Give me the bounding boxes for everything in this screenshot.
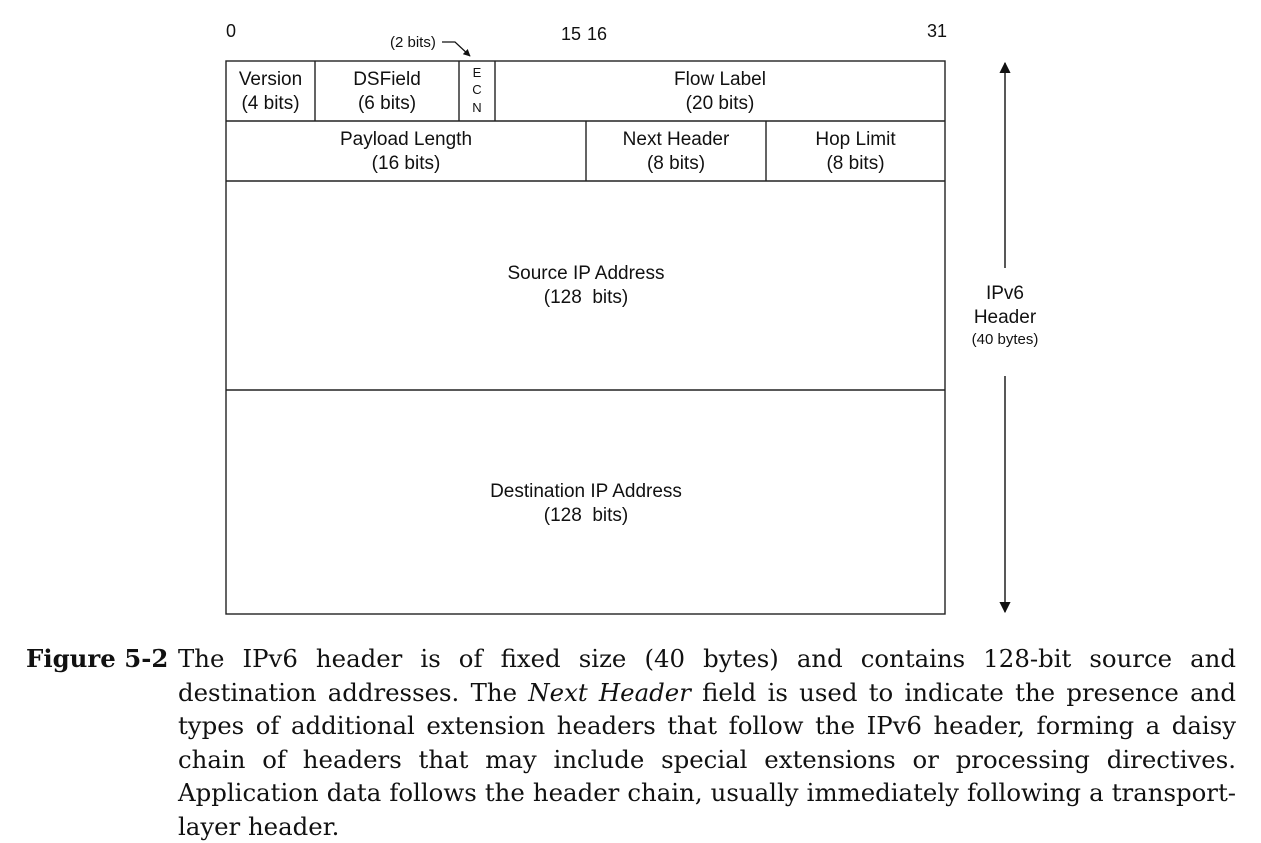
bit-position-0: 0 — [226, 21, 236, 41]
field-destination-address-name: Destination IP Address — [490, 481, 682, 502]
figure-caption-text: The IPv6 header is of fixed size (40 byt… — [178, 642, 1236, 843]
bit-position-16: 16 — [587, 24, 607, 44]
field-hop-limit: Hop Limit (8 bits) — [815, 129, 896, 174]
field-dsfield-bits: (6 bits) — [358, 93, 416, 114]
field-ecn: E C N — [472, 65, 481, 115]
field-payload-length-name: Payload Length — [340, 129, 472, 150]
field-payload-length: Payload Length (16 bits) — [340, 129, 472, 174]
header-size-label: IPv6 Header (40 bytes) — [972, 283, 1039, 348]
header-size-label-line1: IPv6 — [986, 283, 1024, 304]
field-next-header: Next Header (8 bits) — [623, 129, 730, 174]
bit-position-31: 31 — [927, 21, 947, 41]
bit-position-15: 15 — [561, 24, 581, 44]
field-next-header-bits: (8 bits) — [647, 153, 705, 174]
field-hop-limit-name: Hop Limit — [815, 129, 896, 150]
field-dsfield-name: DSField — [353, 69, 421, 90]
field-dsfield: DSField (6 bits) — [353, 69, 421, 114]
field-flow-label-bits: (20 bits) — [686, 93, 755, 114]
field-payload-length-bits: (16 bits) — [372, 153, 441, 174]
field-version-bits: (4 bits) — [241, 93, 299, 114]
field-flow-label-name: Flow Label — [674, 69, 766, 90]
figure-caption: Figure 5-2 The IPv6 header is of fixed s… — [26, 642, 1236, 843]
ecn-note-arrow — [442, 41, 471, 57]
caption-emphasis: Next Header — [528, 677, 691, 707]
field-destination-address-bits: (128 bits) — [544, 505, 628, 526]
field-ecn-letter-n: N — [472, 100, 481, 115]
header-size-label-line3: (40 bytes) — [972, 331, 1039, 348]
figure-label: Figure 5-2 — [26, 644, 169, 673]
field-ecn-letter-c: C — [472, 82, 481, 97]
field-version-name: Version — [239, 69, 302, 90]
caption-part1: The IPv6 header is of fixed size (40 byt… — [178, 644, 1236, 707]
field-destination-address: Destination IP Address (128 bits) — [490, 481, 682, 526]
field-next-header-name: Next Header — [623, 129, 730, 150]
ipv6-header-diagram: 0 15 16 31 (2 bits) Version (4 bits) DSF… — [225, 21, 1039, 615]
caption-part2: field is used to indicate the presence a… — [178, 677, 1236, 841]
header-size-label-line2: Header — [974, 307, 1037, 328]
ecn-bits-note: (2 bits) — [390, 34, 436, 51]
field-hop-limit-bits: (8 bits) — [826, 153, 884, 174]
field-source-address-bits: (128 bits) — [544, 287, 628, 308]
field-source-address: Source IP Address (128 bits) — [507, 263, 664, 308]
field-source-address-name: Source IP Address — [507, 263, 664, 284]
field-flow-label: Flow Label (20 bits) — [674, 69, 766, 114]
field-version: Version (4 bits) — [239, 69, 302, 114]
header-frame — [225, 60, 946, 615]
field-ecn-letter-e: E — [473, 65, 482, 80]
